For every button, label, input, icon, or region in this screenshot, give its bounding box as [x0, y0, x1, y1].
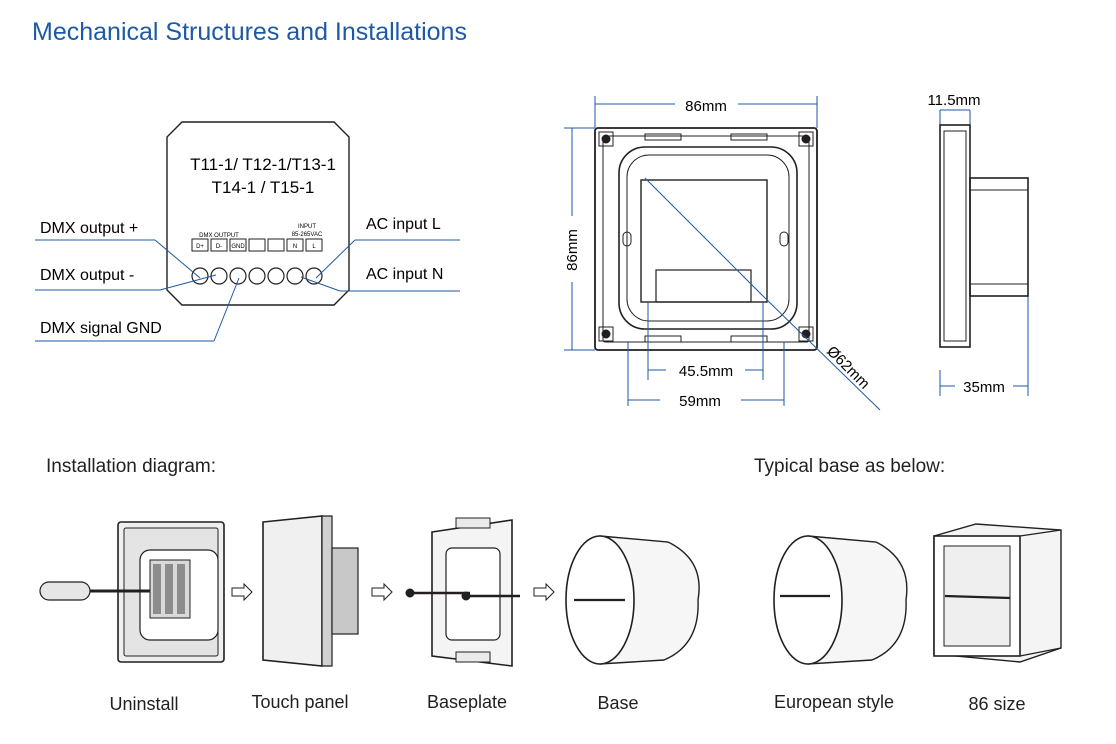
terminal-label: D+	[196, 244, 204, 250]
dmx-output-title: DMX OUTPUT	[199, 233, 239, 239]
typical-base-heading: Typical base as below:	[754, 456, 946, 477]
touch-panel-illustration	[262, 515, 359, 667]
terminal-box	[210, 238, 228, 252]
label-dmx-signal-gnd: DMX signal GND	[40, 320, 162, 337]
module-outline	[166, 121, 350, 306]
caption-european-style: European style	[773, 692, 895, 712]
label-dmx-output-minus: DMX output -	[40, 267, 134, 284]
caption-uninstall: Uninstall	[109, 694, 179, 714]
terminal-box	[191, 238, 209, 252]
page-title: Mechanical Structures and Installations	[32, 18, 467, 46]
dim-inner-45-5: 45.5mm	[679, 363, 733, 380]
input-voltage: 85-265VAC	[292, 232, 323, 238]
uninstall-illustration	[39, 521, 225, 663]
label-ac-input-l: AC input L	[366, 216, 441, 233]
dim-diameter-62: Ø62mm	[823, 343, 873, 393]
terminal-box	[248, 238, 266, 252]
dim-front-depth: 11.5mm	[927, 92, 980, 109]
wiring-diagram: T11-1/ T12-1/T13-1 T14-1 / T15-1 DMX OUT…	[35, 121, 460, 342]
terminal-box	[286, 238, 304, 252]
terminal-box	[305, 238, 323, 252]
label-dmx-output-plus: DMX output +	[40, 220, 138, 237]
terminal-label: L	[312, 244, 316, 250]
terminal-label: N	[293, 244, 297, 250]
front-view-drawing	[594, 127, 881, 411]
terminal-screw	[267, 267, 285, 285]
dim-total-depth: 35mm	[963, 379, 1005, 396]
model-line-1: T11-1/ T12-1/T13-1	[190, 155, 336, 174]
terminal-label: GND	[231, 244, 245, 250]
caption-86-size: 86 size	[968, 694, 1026, 714]
label-ac-input-n: AC input N	[366, 266, 443, 283]
model-line-2: T14-1 / T15-1	[212, 178, 315, 197]
caption-base: Base	[597, 693, 639, 713]
dimension-lines	[564, 96, 1029, 406]
base-illustration	[565, 535, 700, 665]
86-size-illustration	[933, 523, 1062, 663]
terminal-screw	[286, 267, 304, 285]
terminal-label: D-	[216, 244, 222, 250]
terminal-screw	[248, 267, 266, 285]
caption-baseplate: Baseplate	[426, 692, 508, 712]
baseplate-illustration	[405, 517, 520, 667]
input-title: INPUT	[298, 224, 316, 230]
terminal-screw	[229, 267, 247, 285]
terminal-screw	[191, 267, 209, 285]
dim-mount-59: 59mm	[679, 393, 721, 410]
caption-touch-panel: Touch panel	[251, 692, 349, 712]
terminal-box	[267, 238, 285, 252]
installation-heading: Installation diagram:	[46, 456, 217, 477]
side-view-drawing	[939, 124, 1029, 348]
european-style-illustration	[773, 535, 908, 665]
terminal-box	[229, 238, 247, 252]
dim-height-86: 86mm	[564, 229, 581, 271]
dim-width-86: 86mm	[685, 98, 727, 115]
